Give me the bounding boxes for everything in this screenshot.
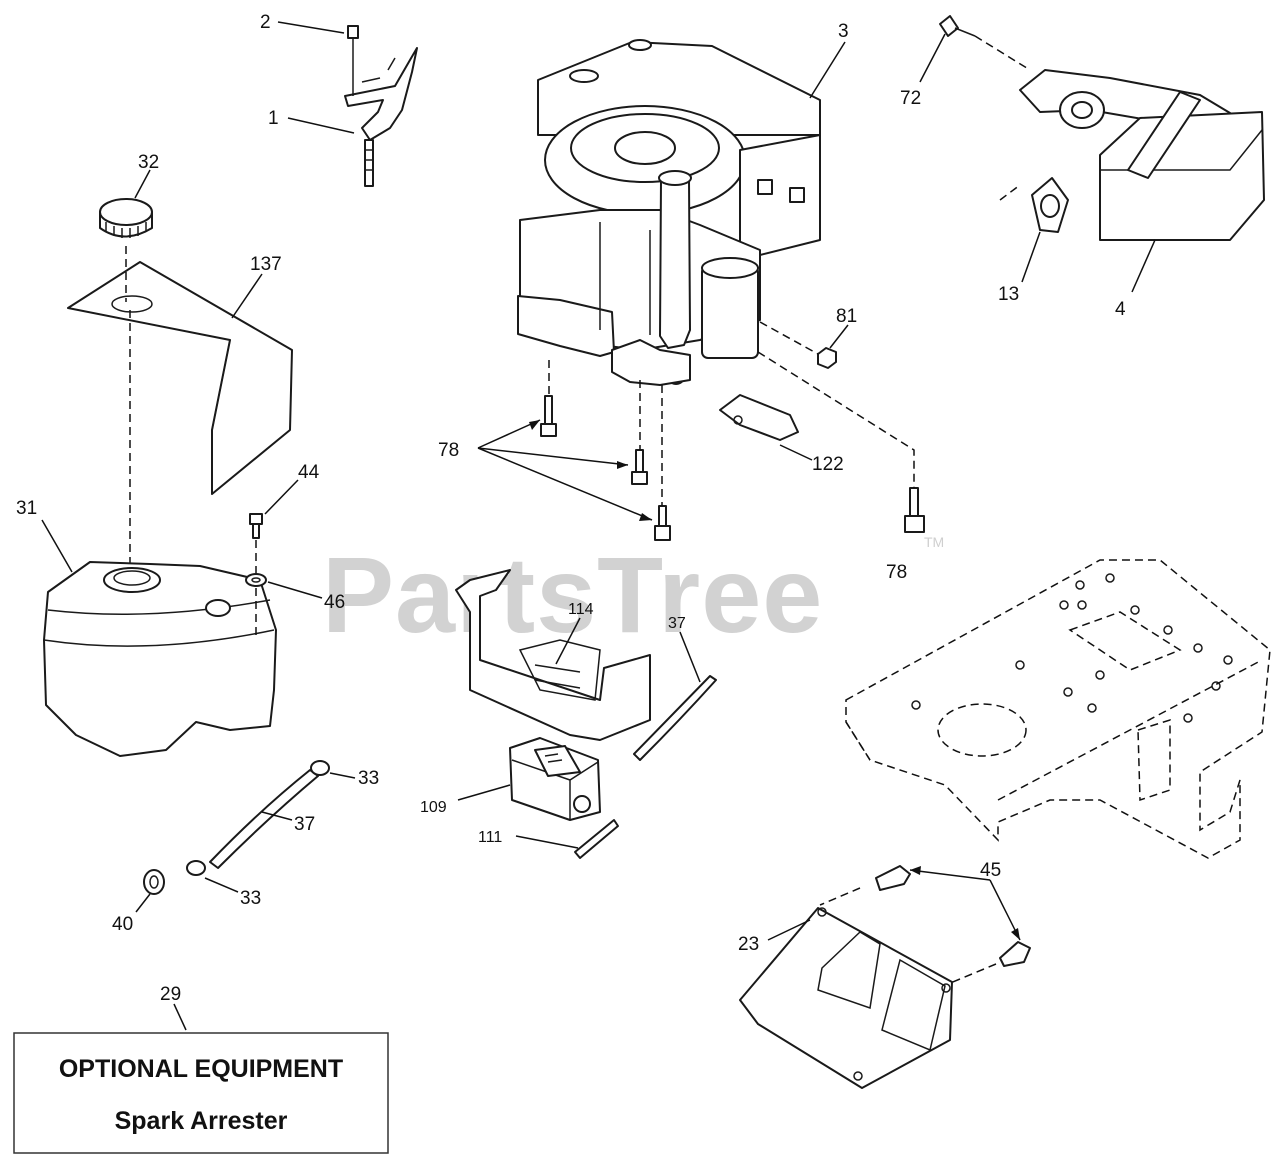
- optional-equipment-title: OPTIONAL EQUIPMENT: [59, 1055, 343, 1083]
- callout-78-right: 78: [886, 562, 907, 583]
- svg-text:109: 109: [420, 799, 447, 816]
- tank-washer[interactable]: [245, 573, 267, 587]
- callout-33-lower: 33: [204, 877, 261, 909]
- fuel-tank[interactable]: [43, 561, 277, 757]
- svg-text:37: 37: [294, 814, 315, 835]
- engine-bolt-3[interactable]: [654, 505, 671, 541]
- optional-equipment-subtitle: Spark Arrester: [115, 1107, 288, 1135]
- grommet[interactable]: [143, 869, 165, 895]
- fuel-tank-shield[interactable]: [67, 261, 293, 495]
- callout-109: 109: [420, 784, 511, 816]
- optional-equipment-box: OPTIONAL EQUIPMENT Spark Arrester: [13, 1032, 389, 1154]
- hose-clamp-upper[interactable]: [310, 760, 330, 776]
- callout-37-lower: 37: [261, 811, 315, 835]
- svg-text:45: 45: [980, 860, 1001, 881]
- svg-text:37: 37: [668, 615, 686, 632]
- callout-13: 13: [998, 231, 1041, 305]
- callout-3: 3: [809, 21, 849, 99]
- callout-23: 23: [738, 919, 811, 955]
- svg-text:4: 4: [1115, 299, 1126, 320]
- watermark-trademark: TM: [924, 534, 944, 550]
- svg-text:40: 40: [112, 914, 133, 935]
- callout-37-upper: 37: [668, 615, 701, 683]
- frame-holes: [911, 573, 1233, 723]
- frame-outline: [845, 559, 1271, 859]
- svg-text:29: 29: [160, 984, 181, 1005]
- svg-text:1: 1: [268, 108, 279, 129]
- callout-1: 1: [268, 108, 355, 134]
- svg-text:2: 2: [260, 12, 271, 33]
- ignition-bracket[interactable]: [455, 569, 651, 741]
- fuel-cap[interactable]: [99, 198, 153, 238]
- callout-32: 32: [134, 152, 159, 199]
- svg-text:72: 72: [900, 88, 921, 109]
- fuel-line-lower[interactable]: [209, 769, 319, 869]
- svg-text:33: 33: [240, 888, 261, 909]
- callout-81: 81: [829, 306, 857, 349]
- svg-text:23: 23: [738, 934, 759, 955]
- callout-2: 2: [260, 12, 345, 34]
- plate-screw-2[interactable]: [999, 941, 1031, 967]
- svg-text:3: 3: [838, 21, 849, 42]
- callout-45: 45: [909, 860, 1021, 941]
- callout-31: 31: [16, 498, 73, 573]
- callout-122: 122: [779, 444, 844, 475]
- gasket[interactable]: [1031, 177, 1069, 233]
- tank-bolt[interactable]: [249, 513, 263, 539]
- svg-text:13: 13: [998, 284, 1019, 305]
- svg-text:78: 78: [886, 562, 907, 583]
- engine[interactable]: [517, 39, 821, 386]
- callout-44: 44: [264, 462, 320, 515]
- engine-nut[interactable]: [817, 347, 837, 369]
- callout-46: 46: [267, 581, 345, 613]
- svg-text:78: 78: [438, 440, 459, 461]
- engine-bolt-1[interactable]: [540, 395, 557, 437]
- callout-29: 29: [160, 984, 187, 1031]
- fuel-line-upper[interactable]: [633, 675, 717, 761]
- watermark: PartsTree: [322, 534, 823, 655]
- svg-text:32: 32: [138, 152, 159, 173]
- muffler[interactable]: [1019, 69, 1265, 241]
- hose-clamp-lower[interactable]: [186, 860, 206, 876]
- callout-111: 111: [478, 829, 579, 849]
- svg-text:33: 33: [358, 768, 379, 789]
- engine-bolt-4[interactable]: [904, 487, 925, 533]
- svg-text:114: 114: [568, 601, 594, 618]
- callout-114: 114: [555, 601, 594, 665]
- callout-137: 137: [231, 254, 282, 319]
- callout-78-left: 78: [438, 419, 653, 521]
- throttle-bracket[interactable]: [344, 25, 418, 187]
- svg-text:31: 31: [16, 498, 37, 519]
- svg-text:81: 81: [836, 306, 857, 327]
- svg-text:137: 137: [250, 254, 282, 275]
- ignition-module[interactable]: [509, 737, 601, 821]
- engine-bolt-2[interactable]: [631, 449, 648, 485]
- svg-text:44: 44: [298, 462, 320, 483]
- plate-screw-1[interactable]: [875, 865, 911, 891]
- svg-text:111: 111: [478, 829, 502, 846]
- spark-arrester-plate[interactable]: [739, 907, 953, 1089]
- callout-33-upper: 33: [329, 768, 379, 789]
- hose-111[interactable]: [574, 819, 619, 859]
- callout-40: 40: [112, 893, 151, 935]
- callout-72: 72: [900, 33, 946, 109]
- muffler-bolt[interactable]: [939, 15, 976, 37]
- heat-shield[interactable]: [719, 394, 799, 441]
- svg-text:122: 122: [812, 454, 844, 475]
- callout-4: 4: [1115, 239, 1156, 320]
- svg-text:46: 46: [324, 592, 345, 613]
